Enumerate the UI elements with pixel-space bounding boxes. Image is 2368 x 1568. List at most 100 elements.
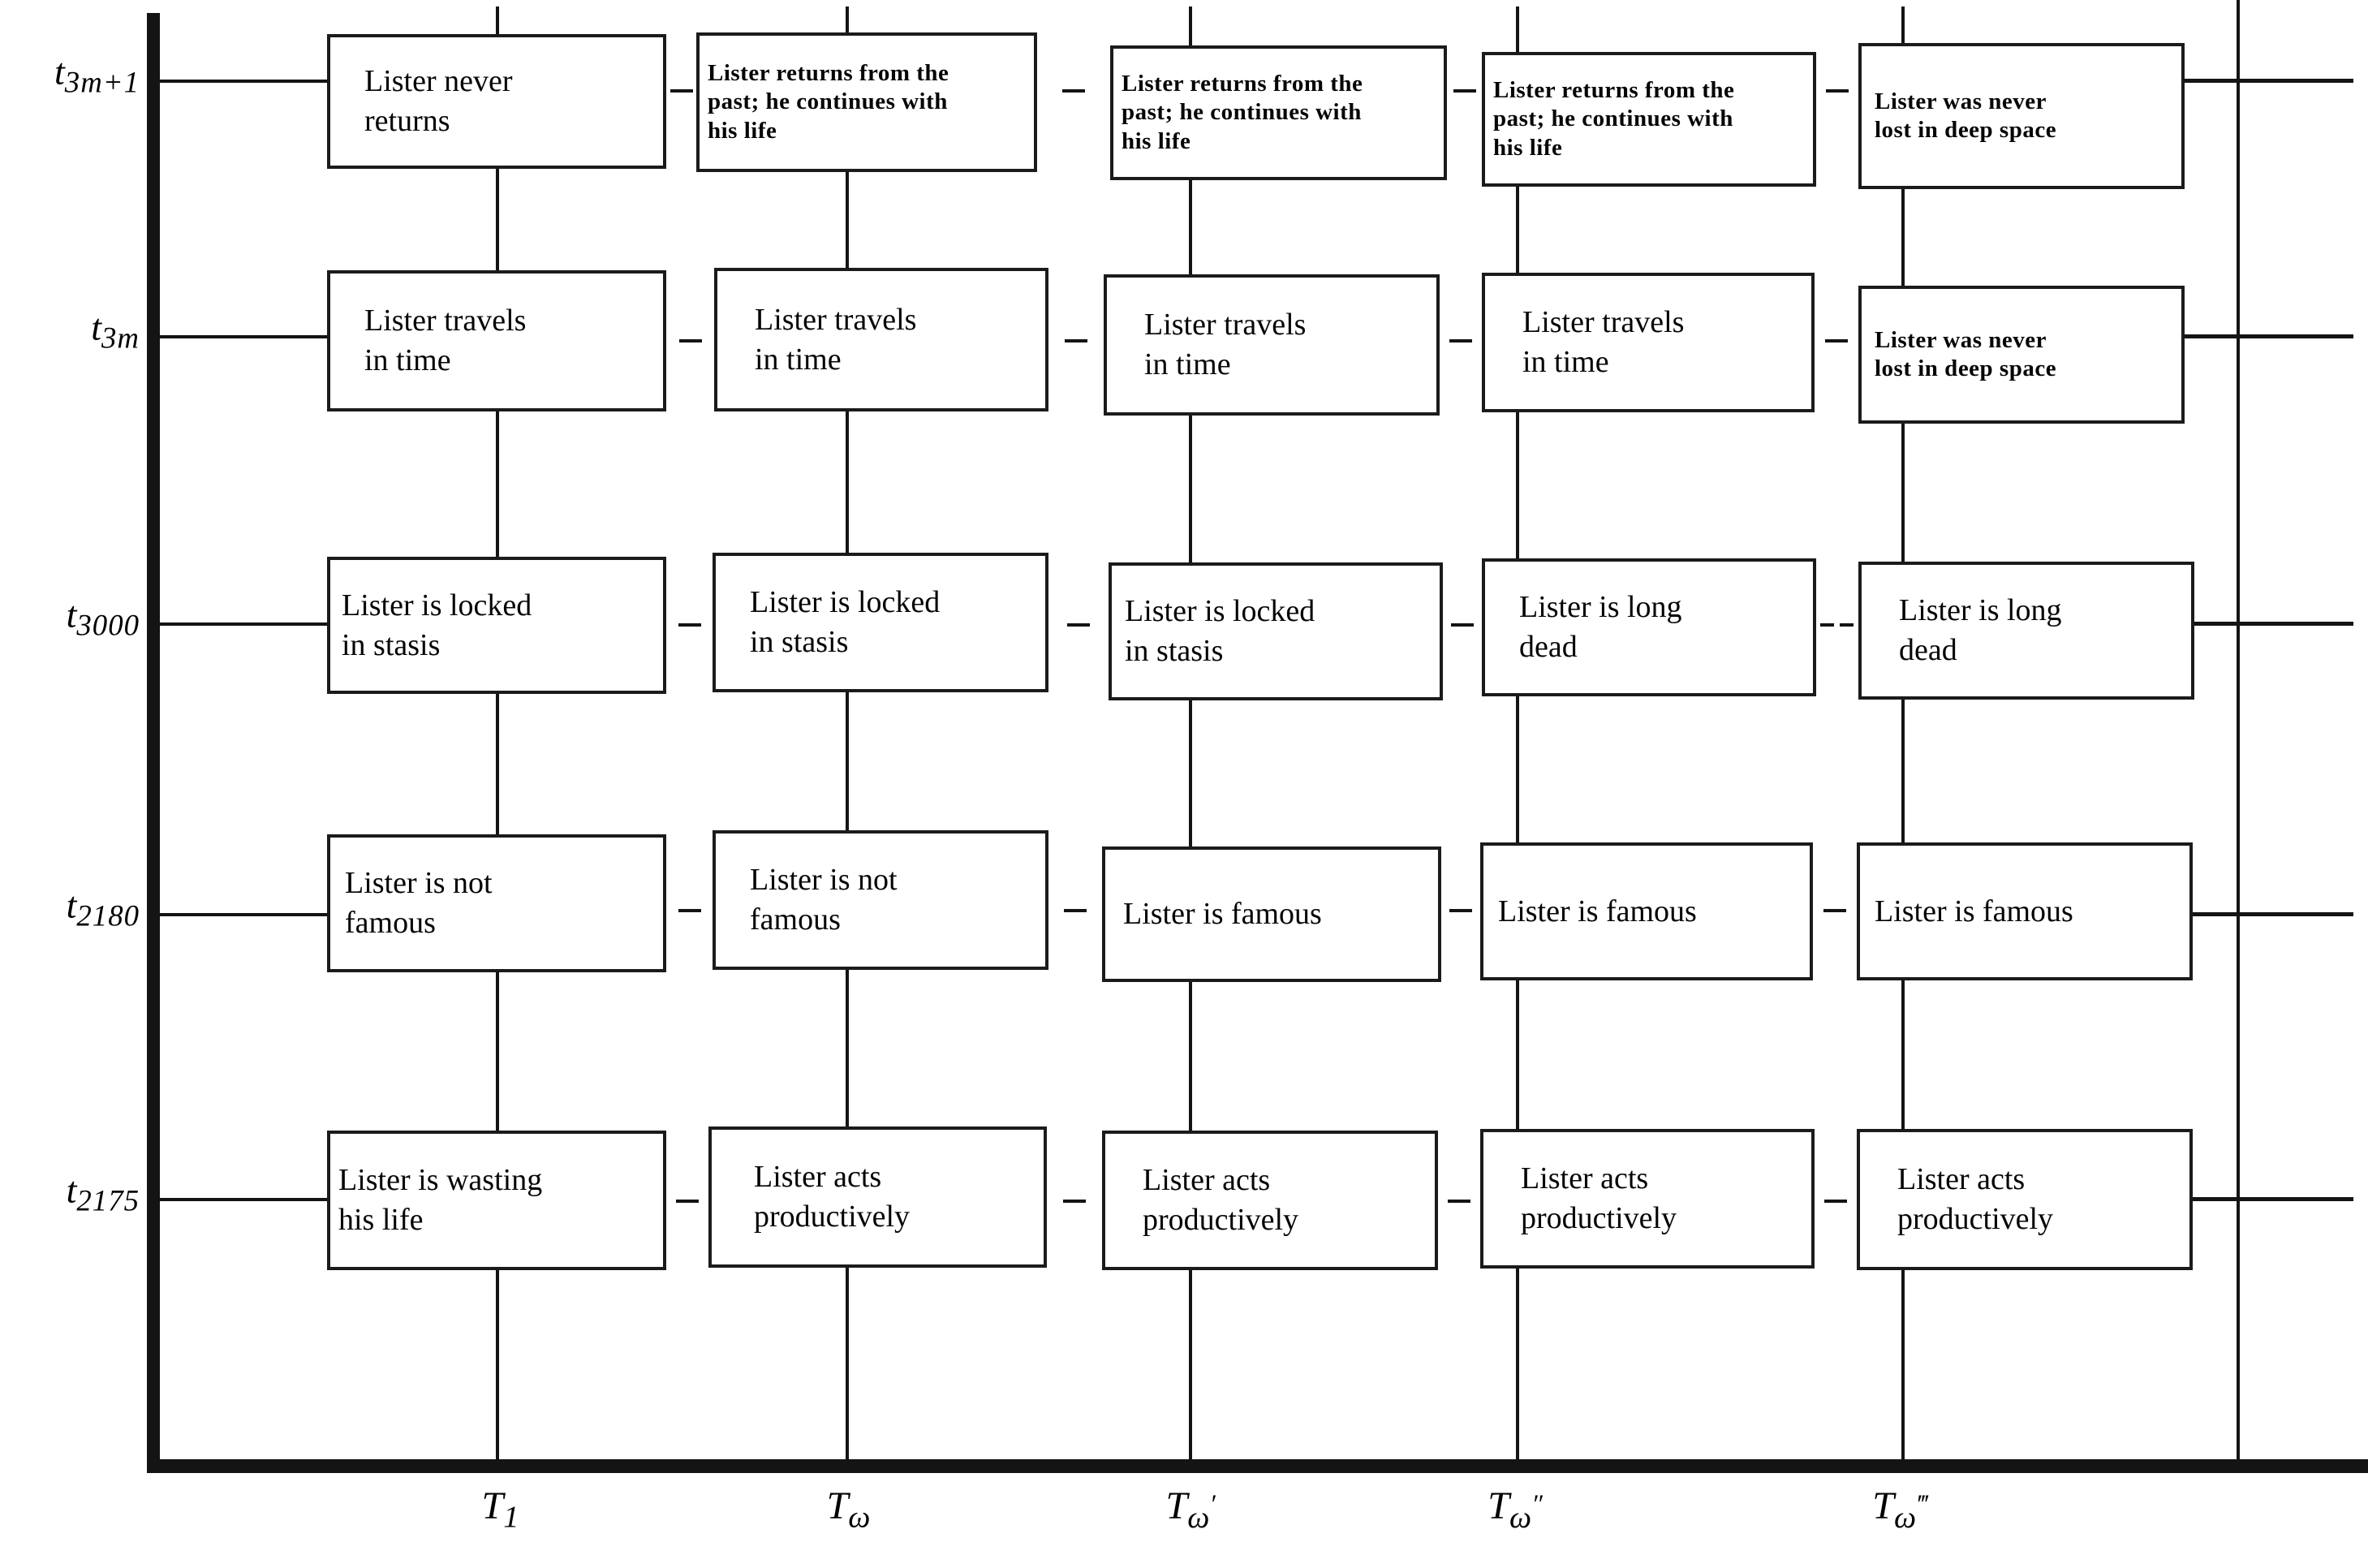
column-bottom-drop: [1516, 1269, 1519, 1459]
cell-t2175-T5: Lister acts productively: [1857, 1129, 2193, 1270]
y-axis-label-t3m: t3m: [91, 306, 140, 355]
column-connector: [1189, 982, 1192, 1131]
column-connector: [1189, 700, 1192, 846]
cell-t3m+1-T3: Lister returns from the past; he continu…: [1110, 45, 1447, 180]
x-axis-label-T1: T1: [481, 1484, 520, 1535]
cell-t2180-T3: Lister is famous: [1102, 846, 1441, 982]
cell-t3m+1-T5: Lister was never lost in deep space: [1858, 43, 2185, 189]
x-axis-label-T4: Tω″: [1488, 1484, 1545, 1535]
link-dash: [1825, 339, 1848, 342]
cell-text: Lister travels in time: [364, 304, 527, 377]
cell-text: Lister never returns: [364, 64, 513, 138]
column-connector: [1516, 187, 1519, 273]
cell-text: Lister is locked in stasis: [750, 585, 941, 659]
column-connector: [1901, 980, 1905, 1129]
cell-text: Lister is long dead: [1899, 593, 2062, 667]
column-connector: [846, 411, 849, 553]
cell-text: Lister acts productively: [1143, 1163, 1299, 1237]
link-dash: [678, 339, 702, 342]
right-boundary-line: [2237, 0, 2240, 1461]
column-top-stub: [1516, 6, 1519, 52]
cell-t3m+1-T1: Lister never returns: [327, 34, 666, 169]
cell-t3000-T2: Lister is locked in stasis: [713, 553, 1048, 692]
cell-text: Lister travels in time: [755, 302, 917, 377]
cell-text: Lister was never lost in deep space: [1875, 88, 2057, 143]
right-tick-3m+1: [2183, 79, 2353, 83]
link-dash: [678, 623, 701, 627]
cell-text: Lister is famous: [1875, 894, 2073, 928]
column-top-stub: [496, 6, 499, 34]
link-dash: [1840, 623, 1853, 627]
cell-t3m-T5: Lister was never lost in deep space: [1858, 286, 2185, 424]
column-connector: [1901, 424, 1905, 562]
link-dash: [678, 909, 701, 912]
column-bottom-drop: [496, 1270, 499, 1459]
cell-text: Lister is locked in stasis: [342, 588, 532, 662]
cell-t3m-T2: Lister travels in time: [714, 268, 1048, 411]
cell-text: Lister is long dead: [1519, 590, 1682, 664]
cell-t3000-T5: Lister is long dead: [1858, 562, 2194, 700]
cell-t3m+1-T2: Lister returns from the past; he continu…: [696, 32, 1037, 172]
x-axis-label-T2: Tω: [826, 1484, 872, 1535]
cell-text: Lister acts productively: [754, 1160, 911, 1234]
link-dash: [1453, 89, 1476, 93]
column-top-stub: [1901, 6, 1905, 43]
column-connector: [846, 692, 849, 830]
y-axis-label-t3m+1: t3m+1: [54, 50, 140, 99]
right-tick-3m: [2183, 334, 2353, 338]
y-axis-label-t2175: t2175: [66, 1169, 140, 1217]
cell-text: Lister travels in time: [1144, 308, 1307, 381]
cell-text: Lister was never lost in deep space: [1875, 326, 2057, 381]
link-dash: [1063, 1200, 1086, 1203]
cell-text: Lister acts productively: [1897, 1162, 2054, 1236]
link-dash: [1451, 623, 1474, 627]
cell-text: Lister is not famous: [345, 866, 493, 940]
cell-t2175-T4: Lister acts productively: [1480, 1129, 1815, 1269]
link-dash: [1820, 623, 1834, 627]
column-connector: [496, 694, 499, 834]
column-top-stub: [846, 6, 849, 32]
column-connector: [496, 972, 499, 1131]
link-dash: [1826, 89, 1849, 93]
column-bottom-drop: [1901, 1270, 1905, 1459]
link-dash: [1067, 623, 1090, 627]
link-dash: [1065, 339, 1087, 342]
column-connector: [846, 970, 849, 1126]
column-bottom-drop: [846, 1268, 849, 1459]
right-tick-2175: [2183, 1197, 2353, 1201]
column-connector: [1901, 700, 1905, 842]
cell-text: Lister acts productively: [1521, 1161, 1677, 1235]
bottom-axis: [147, 1459, 2368, 1473]
cell-t2180-T2: Lister is not famous: [713, 830, 1048, 970]
row-line-3000: [160, 622, 327, 626]
column-connector: [1516, 412, 1519, 558]
x-axis-label-T3: Tω′: [1165, 1484, 1218, 1535]
cell-text: Lister returns from the past; he continu…: [1493, 76, 1735, 161]
cell-t3000-T3: Lister is locked in stasis: [1109, 562, 1443, 700]
link-dash: [676, 1200, 699, 1203]
cell-t3000-T4: Lister is long dead: [1482, 558, 1816, 696]
cell-t3m-T3: Lister travels in time: [1104, 274, 1440, 416]
row-line-3m+1: [160, 80, 327, 83]
cell-t3m+1-T4: Lister returns from the past; he continu…: [1482, 52, 1816, 187]
link-dash: [1449, 909, 1472, 912]
column-connector: [846, 172, 849, 268]
link-dash: [669, 89, 693, 93]
column-top-stub: [1189, 6, 1192, 45]
link-dash: [1064, 909, 1087, 912]
cell-t3000-T1: Lister is locked in stasis: [327, 557, 666, 694]
link-dash: [1823, 909, 1846, 912]
cell-t2175-T2: Lister acts productively: [708, 1126, 1047, 1268]
right-tick-3000: [2183, 622, 2353, 626]
column-connector: [1516, 980, 1519, 1129]
cell-text: Lister returns from the past; he continu…: [1122, 70, 1363, 154]
cell-text: Lister is wasting his life: [338, 1163, 543, 1237]
y-axis-label-t3000: t3000: [66, 593, 140, 642]
cell-t2180-T1: Lister is not famous: [327, 834, 666, 972]
left-time-axis: [147, 13, 160, 1471]
cell-t2180-T5: Lister is famous: [1857, 842, 2193, 980]
column-connector: [1189, 416, 1192, 562]
column-bottom-drop: [1189, 1270, 1192, 1459]
cell-text: Lister returns from the past; he continu…: [708, 59, 949, 144]
